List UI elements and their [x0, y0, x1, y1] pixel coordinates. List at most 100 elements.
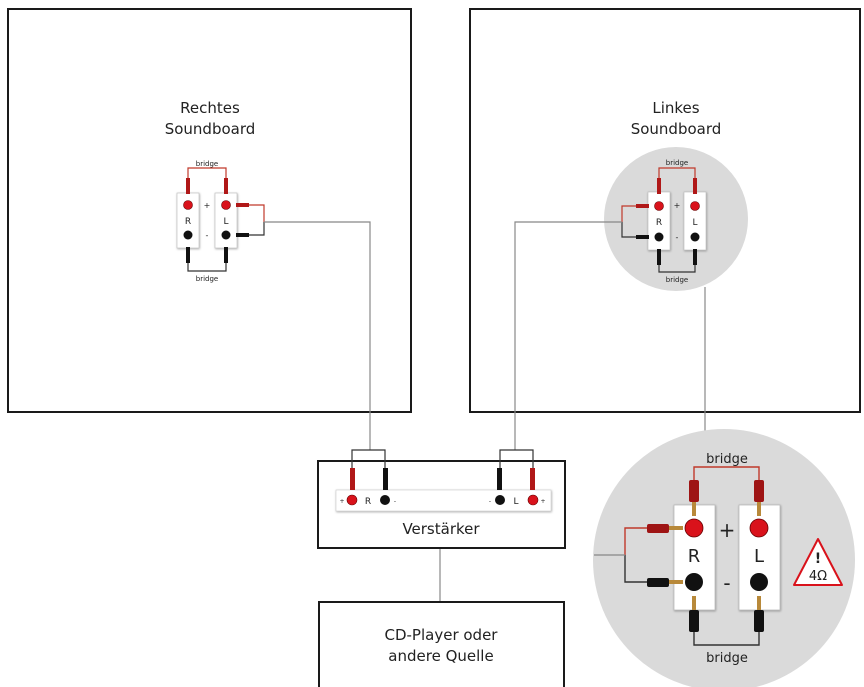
plug-red [350, 468, 355, 490]
plug-black [636, 235, 649, 239]
amp-sign-minus: - [489, 498, 491, 505]
jack-black [221, 230, 231, 240]
plug-brass [669, 580, 683, 584]
detail-bridge-wire-top [693, 466, 760, 480]
plug-red [689, 480, 699, 502]
detail-bridge-label-top: bridge [706, 452, 748, 467]
bridge-label-bottom: bridge [666, 276, 688, 284]
detail-jack-l-minus [750, 573, 768, 591]
plug-brass [692, 502, 696, 516]
warning-triangle-icon: ! 4Ω [793, 538, 843, 586]
plug-black [497, 468, 502, 490]
detail-bridge-wire-bottom [693, 632, 760, 646]
plug-red [754, 480, 764, 502]
cable-left-board-to-amp [514, 221, 622, 450]
plug-black [236, 233, 249, 237]
cable-right-board-to-amp [264, 221, 371, 450]
detail-lead-red [624, 527, 647, 555]
plug-black [657, 249, 661, 265]
bridge-label-top: bridge [196, 160, 218, 168]
amp-terminal-strip [335, 489, 552, 512]
jack-red [690, 201, 700, 211]
detail-sign-minus: - [723, 571, 730, 595]
plug-black [693, 249, 697, 265]
jack-black [690, 232, 700, 242]
left-soundboard-title-1: Linkes [652, 99, 699, 117]
plug-red [224, 178, 228, 194]
plug-red [236, 203, 249, 207]
bridge-wire-bottom [187, 256, 227, 272]
plug-black [224, 247, 228, 263]
plug-brass [692, 596, 696, 610]
right-board-terminals: bridge bridge R L + - [176, 160, 265, 283]
terminal-label-l: L [223, 217, 228, 227]
plug-black [186, 247, 190, 263]
detail-terminals: bridge bridge R L + - [594, 452, 781, 666]
detail-label-l: L [754, 546, 764, 567]
terminal-label-r: R [185, 217, 191, 227]
plug-black [383, 468, 388, 490]
left-soundboard-frame [469, 8, 861, 413]
terminal-label-l: L [692, 218, 697, 228]
lead-wire-red [249, 204, 265, 222]
detail-jack-r-minus [685, 573, 703, 591]
lead-wire-red [621, 205, 636, 222]
terminal-minus: - [676, 233, 679, 242]
detail-jack-r-plus [684, 518, 704, 538]
amp-jack-l-plus [527, 494, 539, 506]
detail-lead-black [624, 555, 647, 583]
right-soundboard-title-2: Soundboard [165, 120, 256, 138]
bridge-wire-top [187, 167, 227, 193]
bridge-label-top: bridge [666, 159, 688, 167]
jack-red [654, 201, 664, 211]
plug-black [754, 610, 764, 632]
jack-red [183, 200, 193, 210]
amp-cable-left [499, 449, 534, 470]
warning-mark: ! [815, 551, 821, 567]
left-board-terminals: bridge bridge R L + - [621, 159, 707, 284]
jack-black [654, 232, 664, 242]
terminal-label-r: R [656, 218, 662, 228]
terminal-plus: + [674, 201, 681, 210]
lead-wire-black [621, 222, 636, 238]
terminal-minus: - [206, 231, 209, 240]
detail-sign-plus: + [719, 518, 736, 542]
right-soundboard-frame [7, 8, 412, 413]
amp-jack-r-plus [346, 494, 358, 506]
amp-label-r: R [365, 497, 371, 507]
jack-black [183, 230, 193, 240]
detail-jack-l-plus [749, 518, 769, 538]
amp-sign-plus: + [339, 498, 344, 505]
plug-red [693, 178, 697, 194]
bridge-label-bottom: bridge [196, 275, 218, 283]
plug-brass [757, 502, 761, 516]
detail-zoom-circle [593, 429, 855, 687]
plug-red [636, 204, 649, 208]
plug-red [647, 524, 669, 533]
jack-red [221, 200, 231, 210]
lead-wire-black [249, 222, 265, 236]
plug-brass [669, 526, 683, 530]
left-board-zoom-circle [604, 147, 748, 291]
plug-red [530, 468, 535, 490]
impedance-label: 4Ω [809, 569, 827, 584]
amp-sign-plus: + [540, 498, 545, 505]
plug-red [657, 178, 661, 194]
detail-bridge-label-bottom: bridge [706, 651, 748, 666]
detail-label-r: R [688, 546, 701, 567]
amp-cable-right [351, 449, 386, 470]
plug-red [186, 178, 190, 194]
source-label-2: andere Quelle [388, 647, 493, 665]
plug-black [689, 610, 699, 632]
amp-label-l: L [513, 497, 518, 507]
amplifier-label: Verstärker [402, 520, 480, 538]
plug-black [647, 578, 669, 587]
left-soundboard-title-2: Soundboard [631, 120, 722, 138]
amp-sign-minus: - [394, 498, 396, 505]
amp-jack-r-minus [380, 495, 390, 505]
terminal-plus: + [204, 201, 211, 210]
source-box [318, 601, 565, 687]
source-label-1: CD-Player oder [385, 626, 499, 644]
right-soundboard-title-1: Rechtes [180, 99, 240, 117]
